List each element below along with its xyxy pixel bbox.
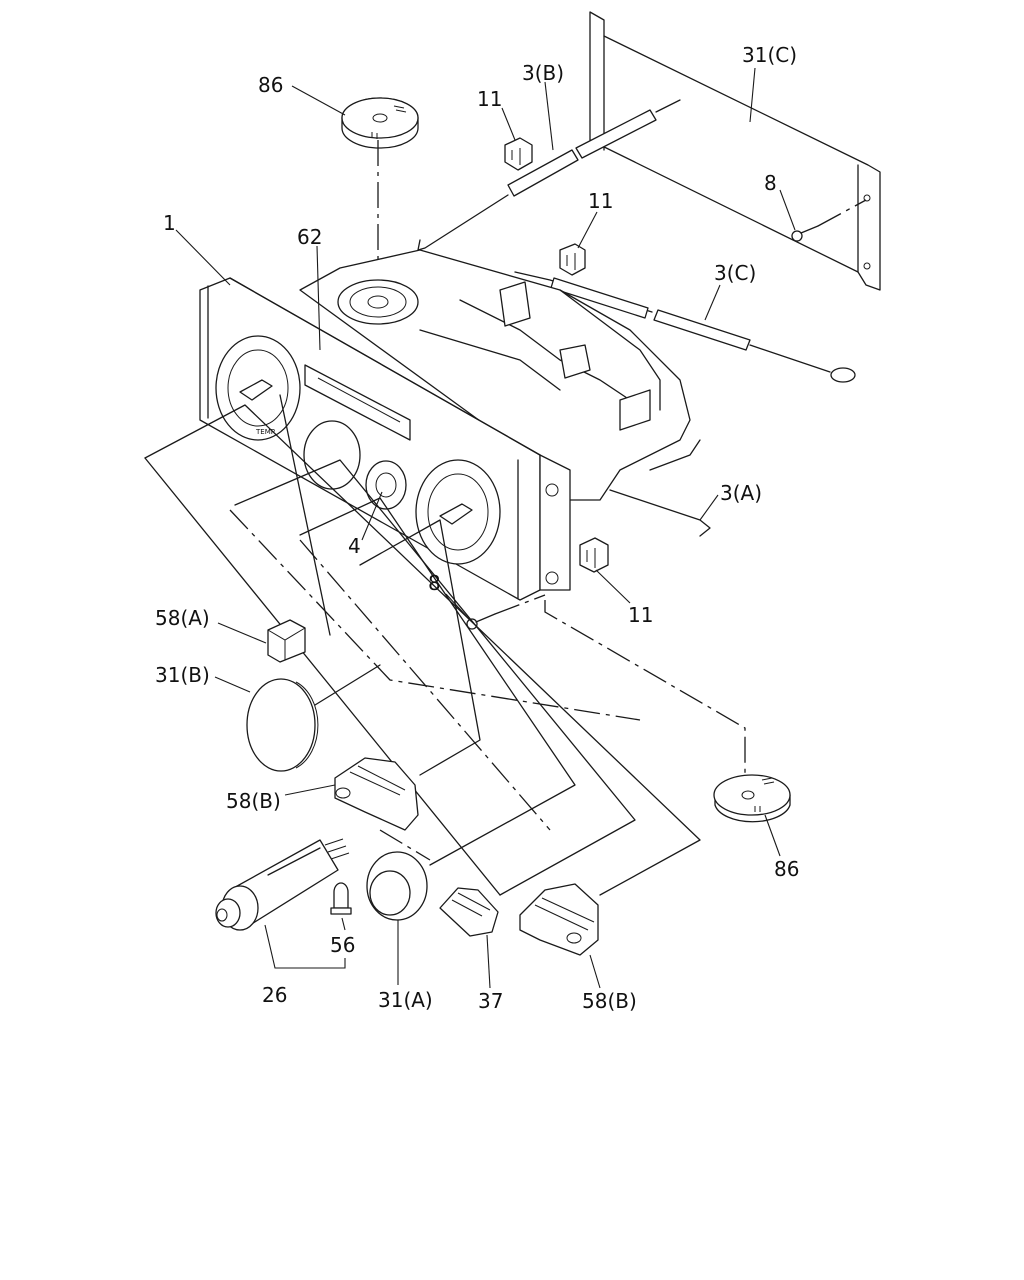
clip-11-mid: [559, 243, 586, 276]
switch-26: [215, 838, 350, 931]
knob-58a: [267, 619, 306, 663]
label-11-mid: 11: [588, 189, 613, 213]
label-58b-bottom: 58(B): [582, 989, 637, 1013]
label-8-top: 8: [764, 171, 777, 195]
temp-marking: TEMP: [255, 428, 275, 436]
label-11-top: 11: [477, 87, 502, 111]
cap-31b: [246, 678, 319, 772]
label-37: 37: [478, 989, 503, 1013]
label-3c: 3(C): [714, 261, 756, 285]
cable-3b: [417, 99, 681, 251]
label-4: 4: [348, 534, 361, 558]
cable-3a: [609, 439, 711, 537]
label-8-bottom: 8: [428, 571, 441, 595]
label-3a: 3(A): [720, 481, 762, 505]
label-11-bottom: 11: [628, 603, 653, 627]
label-62: 62: [297, 225, 322, 249]
callout-labels: 86 11 3(B) 31(C) 8 11 3(C) 1 62 3(A) 4 8…: [155, 43, 799, 1013]
screw-8-bottom: [466, 613, 496, 630]
disc-86-top: [341, 97, 419, 149]
knob-58b-left: [334, 757, 419, 831]
screw-8-top: [791, 225, 819, 242]
label-31a: 31(A): [378, 988, 433, 1012]
label-31b: 31(B): [155, 663, 210, 687]
knob-58b-bottom: [519, 883, 599, 956]
cable-3c: [514, 271, 856, 383]
knob-31a: [366, 851, 428, 921]
label-58b-left: 58(B): [226, 789, 281, 813]
label-86-bottom: 86: [774, 857, 799, 881]
label-56: 56: [330, 933, 355, 957]
label-3b: 3(B): [522, 61, 564, 85]
bulb-56: [330, 882, 352, 915]
clip-11-bottom: [579, 537, 609, 573]
disc-86-bottom: [713, 774, 791, 823]
clip-11-top: [504, 137, 533, 171]
control-assembly-1: TEMP: [199, 249, 691, 601]
label-26: 26: [262, 983, 287, 1007]
knob-37: [439, 887, 499, 937]
bracket-31c: [589, 11, 881, 291]
leader-lines: [175, 67, 796, 989]
label-1: 1: [163, 211, 176, 235]
label-58a: 58(A): [155, 606, 210, 630]
label-31c: 31(C): [742, 43, 797, 67]
label-86-top: 86: [258, 73, 283, 97]
assembly-guide-lines: [144, 394, 746, 896]
